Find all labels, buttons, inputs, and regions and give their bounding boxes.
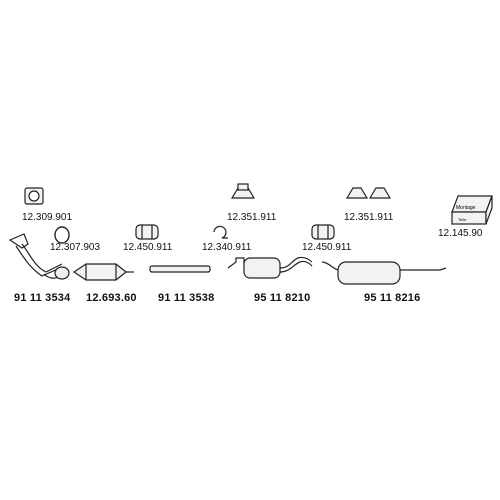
- rear-silencer-drawing: [321, 261, 447, 285]
- part-label-hanger-c: 12.351.911: [344, 212, 394, 223]
- ring-a-drawing: [54, 226, 70, 244]
- hook-drawing: [213, 225, 228, 239]
- catalyst-drawing: [72, 263, 134, 281]
- kit-box-drawing: Montage Teile: [451, 195, 493, 225]
- clamp-b-drawing: [311, 224, 335, 240]
- part-label-rear-silencer: 95 11 8216: [364, 292, 421, 304]
- front-pipe-drawing: [8, 233, 70, 280]
- mid-pipe-drawing: [149, 265, 211, 273]
- part-label-bracket-a: 12.309.901: [22, 212, 73, 223]
- part-label-front-pipe: 91 11 3534: [14, 292, 71, 304]
- part-label-center-silencer: 95 11 8210: [254, 292, 311, 304]
- hanger-c-drawing: [345, 187, 392, 199]
- part-label-hanger-b: 12.351.911: [227, 212, 277, 223]
- hanger-b-drawing: [230, 183, 256, 199]
- kit-box-text: Montage: [456, 205, 476, 211]
- part-label-clamp-a: 12.450.911: [123, 242, 173, 253]
- part-label-hook: 12.340.911: [202, 242, 252, 253]
- part-label-clamp-b: 12.450.911: [302, 242, 352, 253]
- part-label-catalyst: 12.693.60: [86, 292, 137, 304]
- part-label-ring-a: 12.307.903: [50, 242, 101, 253]
- center-silencer-drawing: [227, 256, 313, 279]
- clamp-a-drawing: [135, 224, 159, 240]
- part-label-mid-pipe: 91 11 3538: [158, 292, 215, 304]
- part-label-kit: 12.145.90: [438, 228, 483, 239]
- bracket-a-drawing: [24, 187, 44, 205]
- kit-box-subtext: Teile: [458, 217, 467, 222]
